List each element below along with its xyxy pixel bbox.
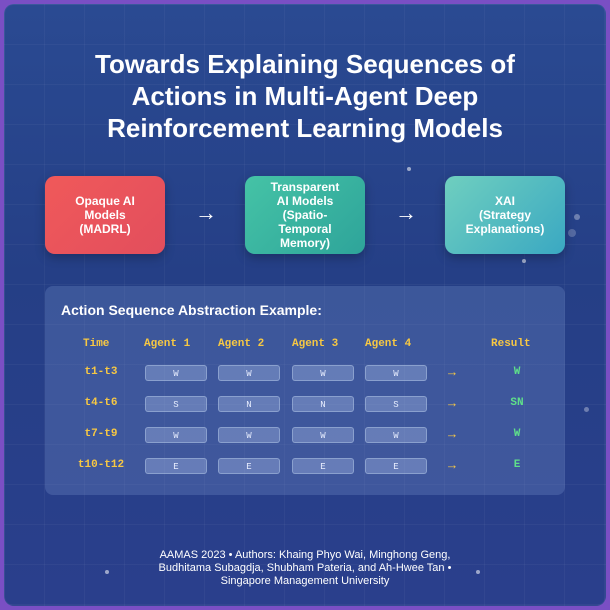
flow-box-line: Temporal: [278, 222, 332, 236]
flow-arrow: →: [395, 200, 417, 225]
footer-credits: AAMAS 2023 • Authors: Khaing Phyo Wai, M…: [64, 549, 546, 588]
title-line: Reinforcement Learning Models: [107, 113, 503, 143]
flow-box-opaque-ai: Opaque AI Models (MADRL): [45, 176, 165, 254]
flow-box-transparent-ai: Transparent AI Models (Spatio- Temporal …: [245, 176, 365, 254]
decor-dot: [476, 570, 480, 574]
agent-3-action: W: [292, 427, 354, 443]
flow-box-line: (Spatio-: [282, 208, 328, 222]
flow-box-line: Opaque AI: [75, 194, 135, 208]
decor-dot: [105, 570, 109, 574]
decor-dot: [568, 229, 576, 237]
row-result: W: [513, 428, 521, 440]
poster-card: Towards Explaining Sequences of Actions …: [4, 4, 606, 606]
flow-box-line: Models: [84, 208, 126, 222]
header-agent-3: Agent 3: [292, 338, 339, 350]
flow-box-line: Explanations): [465, 222, 545, 236]
agent-3-action: E: [292, 458, 354, 474]
agent-4-action: S: [365, 396, 427, 412]
decor-dot: [574, 214, 580, 220]
agent-2-action: W: [218, 365, 280, 381]
flow-box-line: (Strategy: [478, 208, 531, 222]
flow-box-line: Memory): [279, 236, 330, 250]
title-line: Towards Explaining Sequences of: [95, 49, 515, 79]
flow-box-line: AI Models: [276, 194, 334, 208]
header-result: Result: [491, 338, 531, 350]
footer-line: Budhitama Subagdja, Shubham Pateria, and…: [158, 562, 452, 574]
agent-1-action: S: [145, 396, 207, 412]
row-time: t4-t6: [84, 397, 118, 409]
footer-line: AAMAS 2023 • Authors: Khaing Phyo Wai, M…: [159, 549, 451, 561]
decor-dot: [522, 259, 526, 263]
agent-2-action: E: [218, 458, 280, 474]
row-time: t1-t3: [84, 366, 118, 378]
row-result: SN: [510, 397, 524, 409]
agent-2-action: W: [218, 427, 280, 443]
row-arrow: →: [448, 458, 456, 473]
agent-1-action: E: [145, 458, 207, 474]
footer-line: Singapore Management University: [220, 575, 390, 587]
agent-4-action: E: [365, 458, 427, 474]
flow-box-xai: XAI (Strategy Explanations): [445, 176, 565, 254]
agent-4-action: W: [365, 365, 427, 381]
agent-1-action: W: [145, 427, 207, 443]
header-agent-2: Agent 2: [218, 338, 265, 350]
row-arrow: →: [448, 396, 456, 411]
table-title: Action Sequence Abstraction Example:: [61, 302, 322, 318]
header-agent-1: Agent 1: [144, 338, 191, 350]
agent-1-action: W: [145, 365, 207, 381]
agent-4-action: W: [365, 427, 427, 443]
flow-arrow: →: [195, 200, 217, 225]
row-arrow: →: [448, 427, 456, 442]
row-time: t7-t9: [84, 428, 118, 440]
agent-3-action: W: [292, 365, 354, 381]
header-agent-4: Agent 4: [365, 338, 412, 350]
decor-dot: [584, 407, 589, 412]
agent-3-action: N: [292, 396, 354, 412]
header-time: Time: [83, 338, 110, 350]
flow-box-line: XAI: [494, 194, 515, 208]
background-grid: [4, 4, 606, 606]
flow-box-line: (MADRL): [79, 222, 131, 236]
title-line: Actions in Multi-Agent Deep: [131, 81, 479, 111]
row-arrow: →: [448, 365, 456, 380]
agent-2-action: N: [218, 396, 280, 412]
flow-box-line: Transparent: [270, 180, 340, 194]
row-result: W: [513, 366, 521, 378]
row-result: E: [513, 459, 521, 471]
row-time: t10-t12: [77, 459, 125, 471]
poster-title: Towards Explaining Sequences of Actions …: [24, 48, 586, 144]
abstraction-table-panel: Action Sequence Abstraction Example: Tim…: [45, 286, 565, 495]
decor-dot: [407, 167, 411, 171]
